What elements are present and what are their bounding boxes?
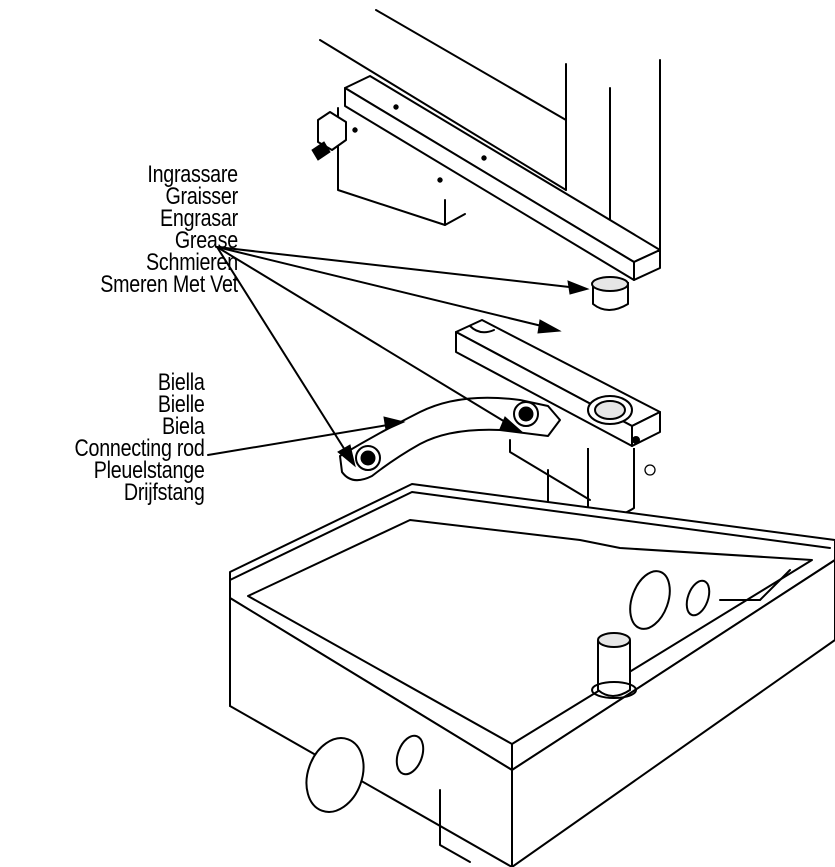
grease-label-group: Ingrassare Graisser Engrasar Grease Schm… [100,161,239,298]
grease-leader-arrows [216,246,590,468]
rod-label-fr: Bielle [158,391,205,418]
rod-leader-arrow [207,416,406,456]
rod-label-nl: Drijfstang [124,479,205,506]
grease-label-fr: Graisser [165,183,239,210]
rod-label-en: Connecting rod [74,435,205,462]
grease-label-it: Ingrassare [147,161,238,188]
rod-label-group: Biella Bielle Biela Connecting rod Pleue… [74,369,205,506]
grease-label-de: Schmieren [146,249,238,276]
grease-label-es: Engrasar [160,205,238,232]
rod-label-es: Biela [162,413,205,440]
rod-label-it: Biella [158,369,205,396]
upper-gate-bracket [311,75,661,311]
grease-label-nl: Smeren Met Vet [100,271,238,298]
grease-label-en: Grease [174,227,238,254]
connecting-rod [339,396,561,482]
rod-label-de: Pleuelstange [94,457,205,484]
foundation-box [229,464,835,867]
operator-lever [455,319,661,556]
